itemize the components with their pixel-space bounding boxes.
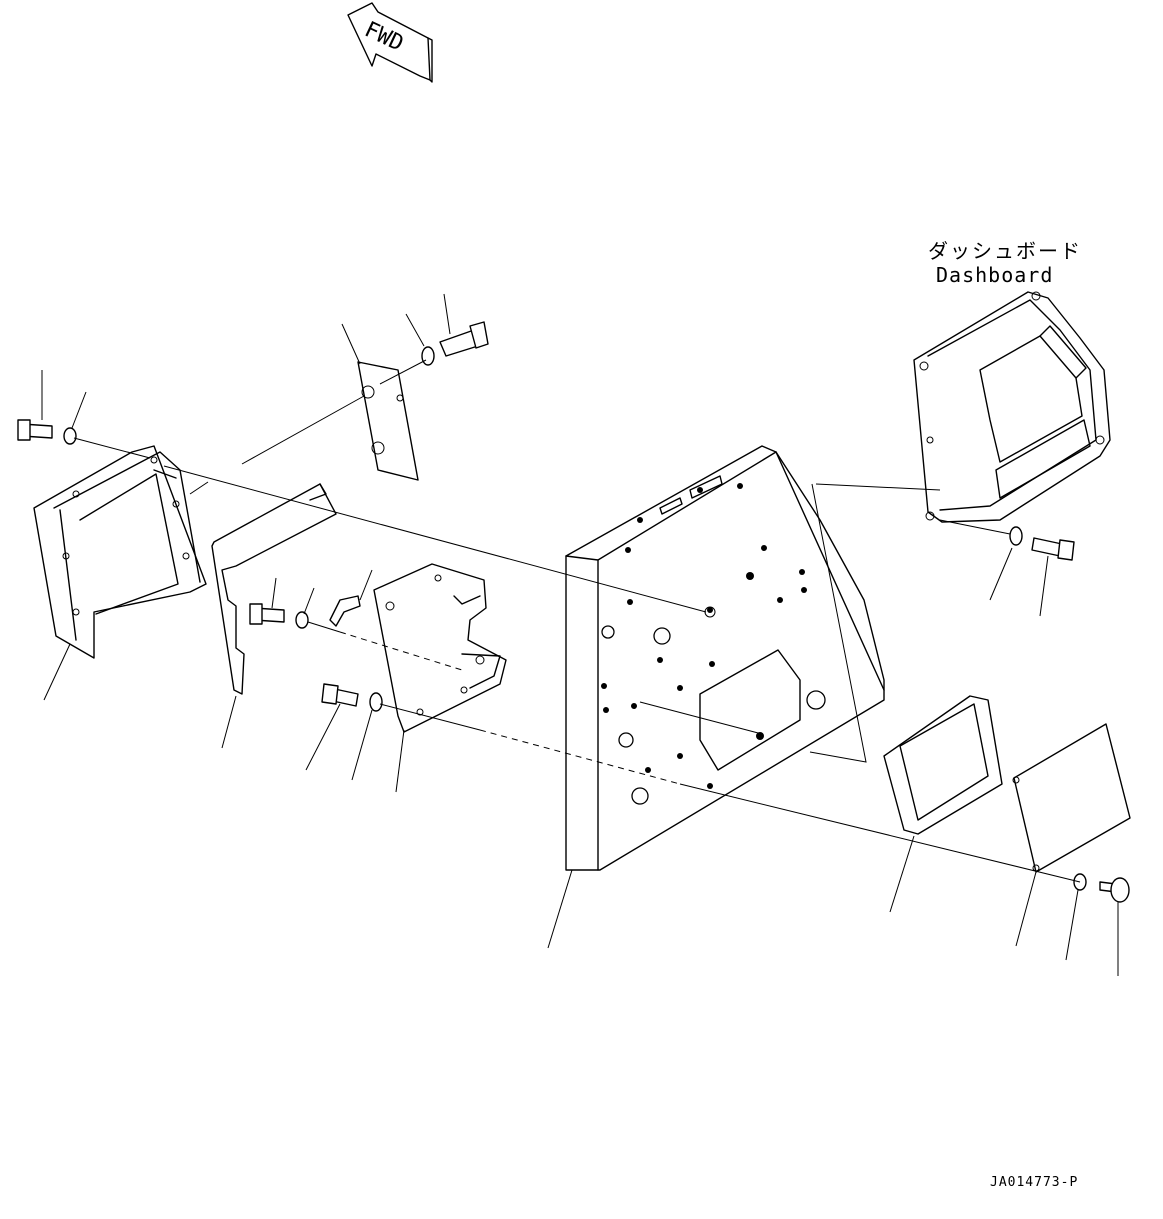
gasket-part xyxy=(883,695,1003,835)
dashboard-label-jp: ダッシュボード xyxy=(928,239,1082,263)
washer-icon xyxy=(369,692,383,712)
leader-lines xyxy=(41,293,1119,976)
panel-reference-frame xyxy=(809,483,867,763)
bolt-icon xyxy=(439,321,489,357)
bracket-strip-part xyxy=(211,483,337,695)
washer-icon xyxy=(1009,526,1023,546)
clip-part xyxy=(329,595,361,627)
drawing-number: JA014773-P xyxy=(990,1175,1078,1190)
dashboard-label-en: Dashboard xyxy=(936,263,1053,287)
fwd-arrow-icon: FWD xyxy=(347,2,433,83)
inner-plate-part xyxy=(373,563,507,733)
main-panel-part xyxy=(565,445,885,871)
bolt-icon xyxy=(321,683,359,707)
dashboard-part xyxy=(913,291,1111,523)
knob-screw-icon xyxy=(1099,877,1130,903)
cover-plate-part xyxy=(1012,723,1131,873)
washer-icon xyxy=(63,427,77,445)
bolt-icon xyxy=(249,603,285,625)
left-cover-part xyxy=(33,445,207,659)
top-plate-part xyxy=(357,361,419,481)
bolt-icon xyxy=(17,419,53,441)
washer-icon xyxy=(295,611,309,629)
washer-icon xyxy=(421,346,435,366)
assembly-lines xyxy=(73,359,1081,883)
bolt-icon xyxy=(1031,537,1075,561)
